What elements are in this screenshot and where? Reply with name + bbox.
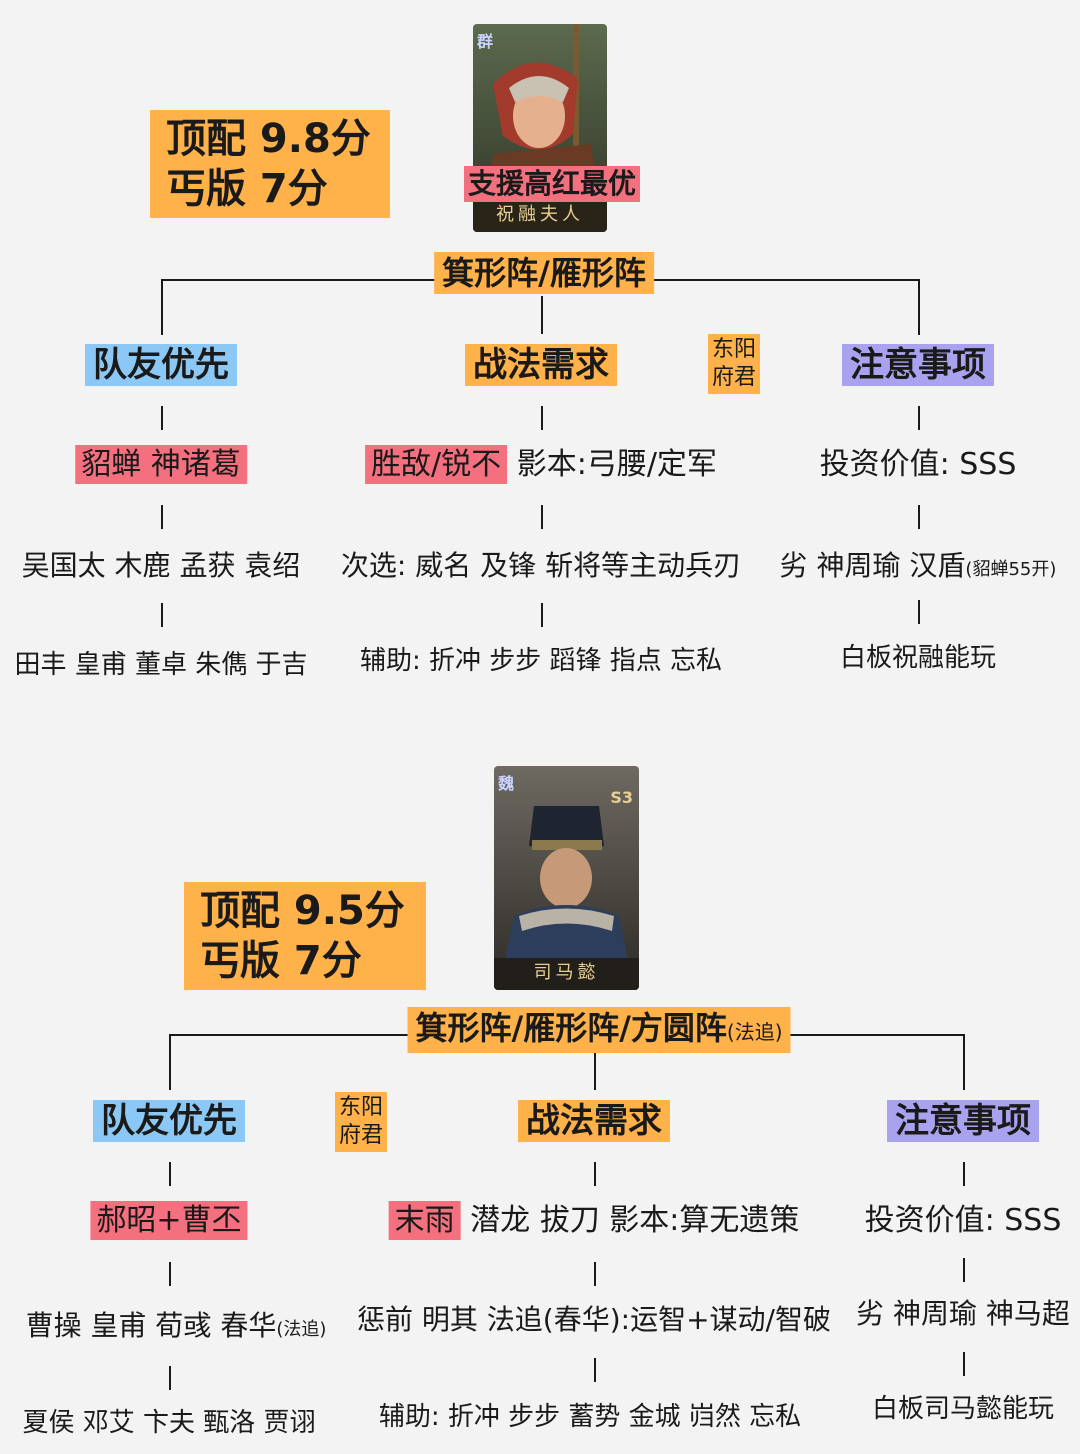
formation-text: 箕形阵/雁形阵/方圆阵 [415, 1009, 727, 1047]
teammate-row2: 吴国太 木鹿 孟获 袁绍 [21, 549, 301, 582]
header-notes: 注意事项 [842, 344, 994, 386]
hero-card-simayi: 魏 S3 司马懿 [494, 766, 639, 990]
tactic-row2: 次选: 威名 及锋 斩将等主动兵刃 [340, 549, 742, 582]
invest-value: 投资价值: SSS [819, 447, 1017, 482]
faction-icon: 魏 [498, 774, 515, 793]
tick [594, 1162, 596, 1186]
tactic-pick-highlight: 末雨 [388, 1201, 461, 1240]
tree-drop-line [594, 1050, 596, 1090]
tick [161, 603, 163, 627]
tick [169, 1162, 171, 1186]
score-top: 顶配 9.5分 [200, 888, 405, 934]
header-teammates: 队友优先 [85, 344, 237, 386]
tactic-pick: 末雨 潜龙 拔刀 影本:算无遗策 [388, 1201, 800, 1240]
notes-row3: 白板祝融能玩 [839, 643, 997, 673]
score-top: 顶配 9.8分 [166, 116, 371, 162]
score-low: 丐版 7分 [200, 938, 362, 984]
score-box-1: 顶配 9.8分 丐版 7分 [150, 110, 390, 218]
side-note-line: 东阳 [712, 337, 757, 362]
formation-label: 箕形阵/雁形阵/方圆阵(法追) [407, 1007, 791, 1053]
side-note-line: 东阳 [339, 1095, 384, 1120]
teammate-pick: 郝昭+曹丕 [90, 1201, 248, 1240]
teammate-pick: 貂蝉 神诸葛 [75, 445, 247, 484]
header-tactics: 战法需求 [518, 1100, 670, 1142]
score-box-2: 顶配 9.5分 丐版 7分 [184, 882, 426, 990]
tick [541, 603, 543, 627]
season-badge: S3 [610, 788, 633, 807]
tick [963, 1352, 965, 1376]
notes-row2: 劣 神周瑜 神马超 [856, 1297, 1070, 1330]
side-note: 东阳 府君 [335, 1092, 388, 1152]
score-low: 丐版 7分 [166, 166, 328, 212]
header-tactics: 战法需求 [465, 344, 617, 386]
teammate-row2: 曹操 皇甫 荀彧 春华(法追) [26, 1312, 327, 1340]
tick [541, 505, 543, 529]
tactic-pick-highlight: 胜敌/锐不 [365, 445, 508, 484]
tree-drop-line [169, 1034, 171, 1090]
teammate-row2-main: 曹操 皇甫 荀彧 春华 [25, 1309, 277, 1342]
tactic-pick-rest: 影本:弓腰/定军 [507, 447, 717, 482]
notes-row2: 劣 神周瑜 汉盾(貂蝉55开) [780, 552, 1057, 580]
tick [594, 1262, 596, 1286]
tree-drop-line [161, 279, 163, 335]
formation-label: 箕形阵/雁形阵 [434, 252, 654, 294]
formation-note: (法追) [726, 1020, 783, 1044]
teammate-row3: 田丰 皇甫 董卓 朱儁 于吉 [14, 650, 308, 680]
tick [161, 406, 163, 430]
tick [963, 1258, 965, 1282]
tick [169, 1366, 171, 1390]
hero-portrait [494, 766, 639, 990]
tick [963, 1162, 965, 1186]
tick [918, 600, 920, 624]
teammate-row2-small: (法追) [276, 1319, 327, 1340]
tactic-pick: 胜敌/锐不 影本:弓腰/定军 [365, 445, 717, 484]
side-note-line: 府君 [712, 365, 757, 390]
teammate-pick-text: 貂蝉 神诸葛 [75, 445, 247, 484]
hero-name: 祝融夫人 [496, 204, 584, 225]
notes-row2-main: 劣 神周瑜 汉盾 [779, 549, 966, 582]
tactic-row3: 辅助: 折冲 步步 蹈锋 指点 忘私 [359, 646, 723, 676]
notes-row3: 白板司马懿能玩 [871, 1394, 1055, 1424]
side-note-line: 府君 [339, 1123, 384, 1148]
hero-badge: 支援高红最优 [464, 166, 641, 202]
tactic-row2: 惩前 明其 法追(春华):运智+谋动/智破 [357, 1303, 831, 1336]
tick [918, 505, 920, 529]
faction-icon: 群 [477, 32, 494, 51]
header-teammates: 队友优先 [93, 1100, 245, 1142]
teammate-pick-text: 郝昭+曹丕 [90, 1201, 248, 1240]
side-note: 东阳 府君 [708, 334, 761, 394]
tree-drop-line [963, 1034, 965, 1090]
tick [161, 505, 163, 529]
tree-drop-line [918, 279, 920, 335]
tactic-row3: 辅助: 折冲 步步 蓄势 金城 岿然 忘私 [378, 1402, 802, 1432]
tick [918, 406, 920, 430]
notes-row2-small: (貂蝉55开) [965, 559, 1057, 580]
tactic-pick-rest: 潜龙 拔刀 影本:算无遗策 [460, 1203, 800, 1238]
tick [541, 406, 543, 430]
invest-value: 投资价值: SSS [864, 1203, 1062, 1238]
tick [169, 1262, 171, 1286]
tick [594, 1358, 596, 1382]
header-notes: 注意事项 [887, 1100, 1039, 1142]
hero-name: 司马懿 [533, 962, 600, 983]
tree-drop-line [541, 296, 543, 334]
teammate-row3: 夏侯 邓艾 卞夫 甄洛 贾诩 [22, 1408, 316, 1438]
